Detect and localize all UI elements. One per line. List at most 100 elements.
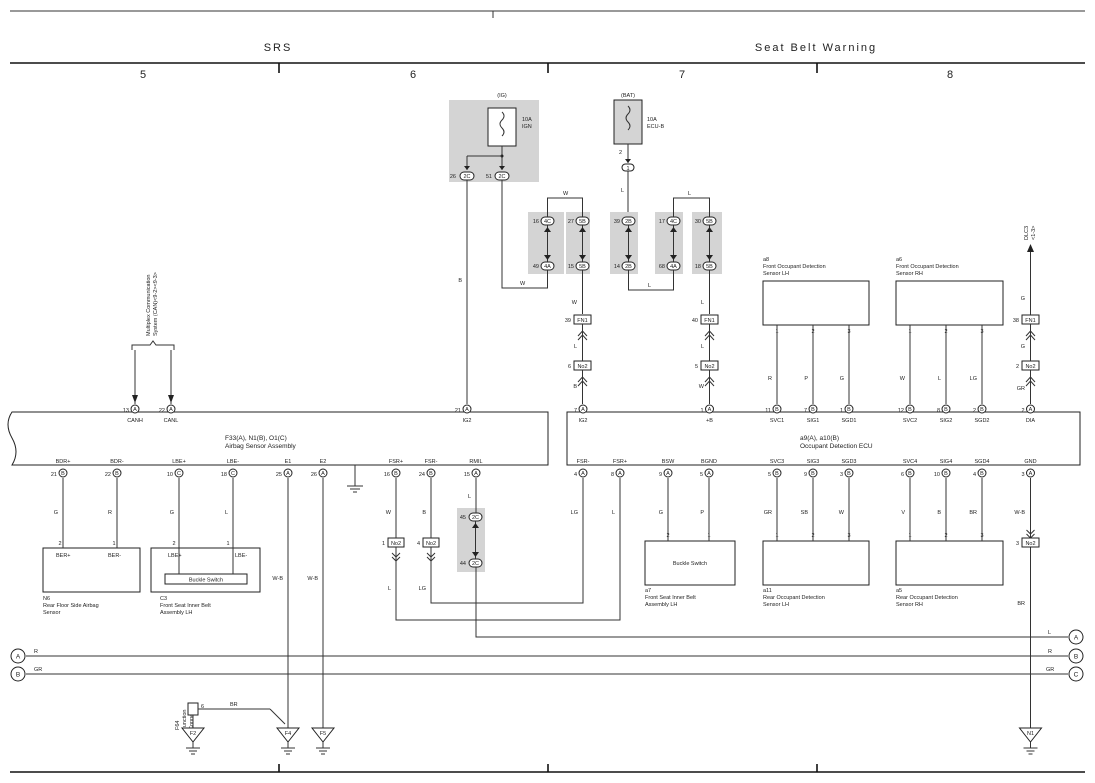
svg-text:B: B (458, 278, 462, 284)
svg-text:1: 1 (840, 408, 843, 414)
svg-text:3: 3 (1016, 541, 1019, 547)
svg-text:Front Seat Inner Belt: Front Seat Inner Belt (645, 595, 696, 601)
svg-text:FSR-: FSR- (425, 459, 438, 465)
svg-text:8: 8 (611, 472, 614, 478)
svg-text:W: W (386, 510, 392, 516)
svg-text:15: 15 (464, 472, 470, 478)
svg-text:44: 44 (460, 561, 466, 567)
svg-text:B: B (1074, 654, 1078, 661)
svg-text:SIG3: SIG3 (807, 459, 820, 465)
svg-text:2B: 2B (625, 219, 632, 225)
svg-text:LG: LG (571, 510, 578, 516)
svg-text:DIA: DIA (1026, 418, 1036, 424)
svg-text:GR: GR (34, 667, 42, 673)
svg-text:10A: 10A (522, 117, 532, 123)
svg-text:B: B (944, 407, 948, 413)
svg-text:21: 21 (455, 408, 461, 414)
svg-text:R: R (34, 649, 38, 655)
svg-text:RMIL: RMIL (469, 459, 482, 465)
svg-text:L: L (388, 586, 391, 592)
svg-text:B: B (908, 407, 912, 413)
gnd-no2: No2 3 (1016, 537, 1040, 548)
svg-text:a5: a5 (896, 588, 902, 594)
svg-text:Sensor RH: Sensor RH (896, 271, 923, 277)
svg-text:5B: 5B (706, 264, 713, 270)
header: SRS Seat Belt Warning 5 6 7 8 (10, 10, 1085, 81)
svg-text:12: 12 (898, 408, 904, 414)
svg-text:E2: E2 (320, 459, 327, 465)
sensor-a6: a6 Front Occupant Detection Sensor RH 1 … (895, 257, 1004, 335)
svg-text:2: 2 (1016, 364, 1019, 370)
sensor-a8: a8 Front Occupant Detection Sensor LH 1 … (762, 257, 870, 335)
svg-text:No2: No2 (426, 541, 436, 547)
fuse-ecu-b: (BAT) 10A ECU-B 2 1 L (613, 93, 664, 216)
svg-text:B: B (573, 384, 577, 390)
svg-text:L: L (701, 344, 704, 350)
wires-fn1-no2: L L B W G G GR (573, 244, 1036, 404)
svg-text:BR: BR (969, 510, 977, 516)
svg-text:5: 5 (768, 472, 771, 478)
svg-text:B: B (429, 471, 433, 477)
svg-text:LBE-: LBE- (235, 553, 247, 559)
svg-text:<1-3>: <1-3> (1031, 226, 1037, 240)
svg-text:B: B (16, 672, 20, 679)
svg-text:A: A (1029, 407, 1033, 413)
svg-text:27: 27 (568, 219, 574, 225)
svg-text:Assembly LH: Assembly LH (160, 610, 192, 616)
svg-text:E1: E1 (285, 459, 292, 465)
svg-text:A: A (581, 407, 585, 413)
svg-text:L: L (648, 283, 651, 289)
bus-lines: A B R GR A B C R GR (10, 629, 1084, 682)
svg-text:L: L (688, 191, 691, 197)
ground-n1-icon: N1 (1018, 727, 1043, 755)
svg-text:CANL: CANL (164, 418, 179, 424)
svg-text:SGD4: SGD4 (975, 459, 990, 465)
svg-text:F33(A), N1(B), O1(C): F33(A), N1(B), O1(C) (225, 435, 287, 442)
rmil-junction: 2C 45 2C 44 (457, 508, 485, 572)
svg-text:G: G (659, 510, 663, 516)
svg-text:Multiplex Communication: Multiplex Communication (146, 275, 152, 336)
svg-text:GND: GND (1024, 459, 1036, 465)
svg-text:No2: No2 (391, 541, 401, 547)
svg-text:4: 4 (417, 541, 420, 547)
svg-text:Rear Floor Side Airbag: Rear Floor Side Airbag (43, 603, 99, 609)
svg-text:2C: 2C (472, 561, 479, 567)
svg-text:No2: No2 (1025, 364, 1035, 370)
svg-text:Rear Occupant Detection: Rear Occupant Detection (896, 595, 958, 601)
wires-a7: G P (659, 478, 710, 541)
svg-text:SVC1: SVC1 (770, 418, 784, 424)
svg-text:Front Occupant Detection: Front Occupant Detection (763, 264, 826, 270)
svg-text:1: 1 (626, 166, 629, 172)
column-7-label: 7 (679, 69, 685, 81)
fuse-ign: (IG) 10A IGN 2C 26 2C 51 (449, 93, 539, 182)
svg-text:68: 68 (659, 264, 665, 270)
svg-text:Rear Occupant Detection: Rear Occupant Detection (763, 595, 825, 601)
airbag-sensor-assembly: F33(A), N1(B), O1(C) Airbag Sensor Assem… (7, 404, 549, 493)
svg-text:B: B (394, 471, 398, 477)
footer (10, 764, 1085, 773)
wires-n6-c3: G R G L (54, 478, 234, 574)
wires-upper: W W L L B W L (458, 180, 710, 404)
svg-text:LG: LG (419, 586, 426, 592)
svg-text:2: 2 (172, 541, 175, 547)
svg-text:10A: 10A (647, 117, 657, 123)
svg-text:16: 16 (384, 472, 390, 478)
svg-text:SVC2: SVC2 (903, 418, 917, 424)
svg-text:R: R (1048, 649, 1052, 655)
svg-text:Buckle Switch: Buckle Switch (673, 561, 707, 567)
svg-text:B: B (944, 471, 948, 477)
svg-text:40: 40 (692, 318, 698, 324)
svg-text:F2: F2 (190, 731, 196, 737)
belt-assembly-c3: Buckle Switch LBE+ LBE- 2 1 C3 Front Sea… (150, 541, 261, 616)
svg-text:2: 2 (973, 408, 976, 414)
svg-text:R: R (108, 510, 112, 516)
svg-text:51: 51 (486, 174, 492, 180)
svg-text:4: 4 (973, 472, 976, 478)
svg-text:C: C (231, 471, 235, 477)
svg-text:F4: F4 (285, 731, 291, 737)
svg-text:N1: N1 (1027, 731, 1034, 737)
